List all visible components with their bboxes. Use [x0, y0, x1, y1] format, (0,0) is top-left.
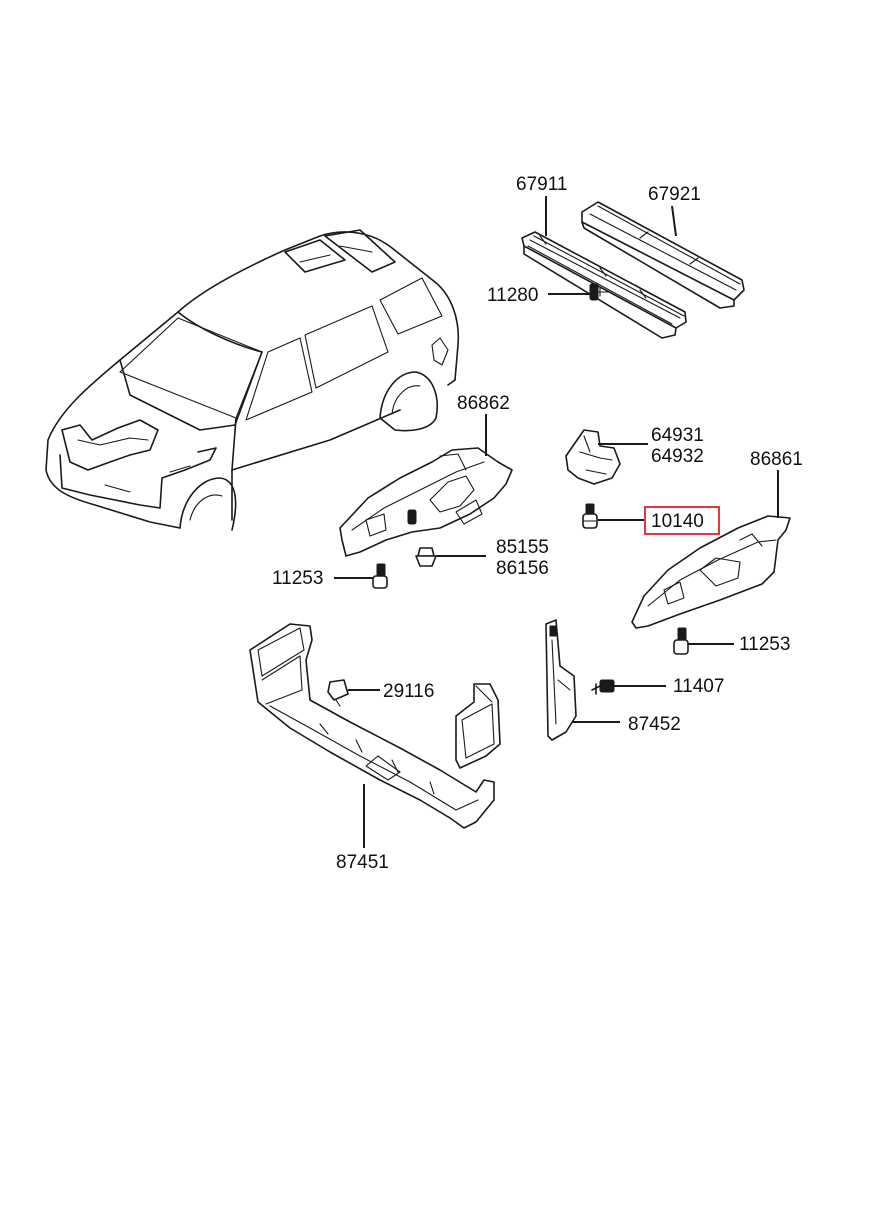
- part-labels: 67911 67921 11280 86862 64931 64932 8686…: [272, 174, 803, 873]
- label-10140[interactable]: 10140: [651, 511, 704, 532]
- vehicle-illustration: [45, 229, 460, 531]
- label-86156[interactable]: 86156: [496, 558, 549, 579]
- label-86861[interactable]: 86861: [750, 449, 803, 470]
- part-11253-bolt-right: [673, 627, 689, 655]
- label-87452[interactable]: 87452: [628, 714, 681, 735]
- part-64931-bracket: [565, 429, 621, 485]
- part-10140-bolt: [582, 503, 598, 529]
- part-67921-rail: [581, 201, 745, 309]
- part-29116-clip: [327, 679, 349, 707]
- label-11253-right[interactable]: 11253: [739, 634, 790, 655]
- label-11253-left[interactable]: 11253: [272, 568, 323, 589]
- label-29116[interactable]: 29116: [383, 681, 434, 702]
- highlight-box-10140: [644, 506, 720, 535]
- leader-lines: [334, 196, 779, 848]
- part-85155-clip: [415, 547, 437, 567]
- label-87451[interactable]: 87451: [336, 852, 389, 873]
- label-11280[interactable]: 11280: [487, 285, 538, 306]
- label-85155[interactable]: 85155: [496, 537, 549, 558]
- label-86862[interactable]: 86862: [457, 393, 510, 414]
- part-11407-screw: [591, 679, 615, 695]
- label-64931[interactable]: 64931: [651, 425, 704, 446]
- label-11407[interactable]: 11407: [673, 676, 724, 697]
- label-64932[interactable]: 64932: [651, 446, 704, 467]
- part-87452-strip: [545, 619, 577, 741]
- part-86861-bracket: [631, 515, 791, 629]
- part-86862-bracket: [339, 447, 513, 557]
- part-67911-rail: [521, 231, 687, 339]
- part-87451-panel: [249, 623, 495, 829]
- label-67921[interactable]: 67921: [648, 184, 701, 205]
- part-center-bracket: [455, 683, 501, 769]
- part-11280-bolt: [589, 283, 611, 301]
- label-67911[interactable]: 67911: [516, 174, 567, 195]
- part-11253-bolt-left: [372, 563, 388, 589]
